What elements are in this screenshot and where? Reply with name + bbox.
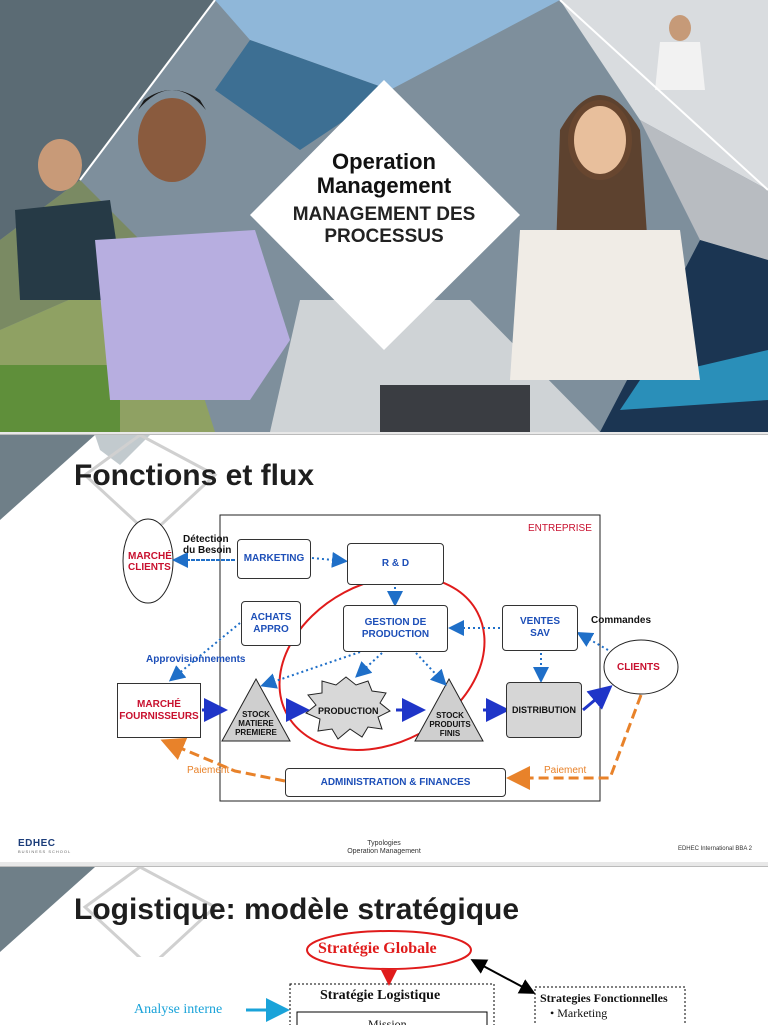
production-label: PRODUCTION [318, 706, 379, 716]
approvisionnements-label: Approvisionnements [146, 654, 246, 665]
strategies-marketing-item: • Marketing [550, 1006, 608, 1020]
strategy-diagram [246, 930, 686, 1025]
rd-box: R & D [347, 543, 444, 585]
marketing-box: MARKETING [237, 539, 311, 579]
cover-title-line2: Management [316, 173, 452, 198]
cover-photo-collage [0, 0, 768, 432]
administration-finances-box: ADMINISTRATION & FINANCES [285, 768, 506, 797]
paiement-left-label: Paiement [187, 765, 230, 776]
logistique-slide: Logistique: modèle stratégique Stratégie… [0, 866, 768, 1025]
footer-right: EDHEC International BBA 2 [677, 846, 752, 852]
corner-photo-decoration-2 [0, 867, 218, 957]
distribution-box: DISTRIBUTION [506, 682, 582, 738]
slide2-title: Fonctions et flux [74, 459, 314, 492]
cover-slide: Operation Management MANAGEMENT DES PROC… [0, 0, 768, 432]
strategie-logistique: Stratégie Logistique [320, 988, 441, 1003]
strategies-fonctionnelles: Strategies Fonctionnelles [540, 991, 668, 1005]
slide3-title: Logistique: modèle stratégique [74, 893, 520, 926]
analyse-interne: Analyse interne [134, 1002, 223, 1017]
commandes-label: Commandes [591, 615, 652, 626]
clients-label: CLIENTS [617, 662, 660, 673]
paiement-right-label: Paiement [544, 765, 587, 776]
cover-subtitle-line2: PROCESSUS [324, 226, 444, 247]
entreprise-label: ENTREPRISE [528, 523, 592, 534]
flux-slide: Fonctions et flux [0, 434, 768, 862]
cover-title-line1: Operation [332, 149, 436, 174]
corner-photo-decoration [0, 435, 218, 525]
flux-diagram [122, 514, 679, 802]
cover-subtitle-line1: MANAGEMENT DES [292, 204, 476, 225]
cover-title-block: Operation Management MANAGEMENT DES PROC… [264, 150, 504, 248]
strategie-globale: Stratégie Globale [318, 940, 437, 957]
mission-label: Mission [368, 1017, 407, 1025]
